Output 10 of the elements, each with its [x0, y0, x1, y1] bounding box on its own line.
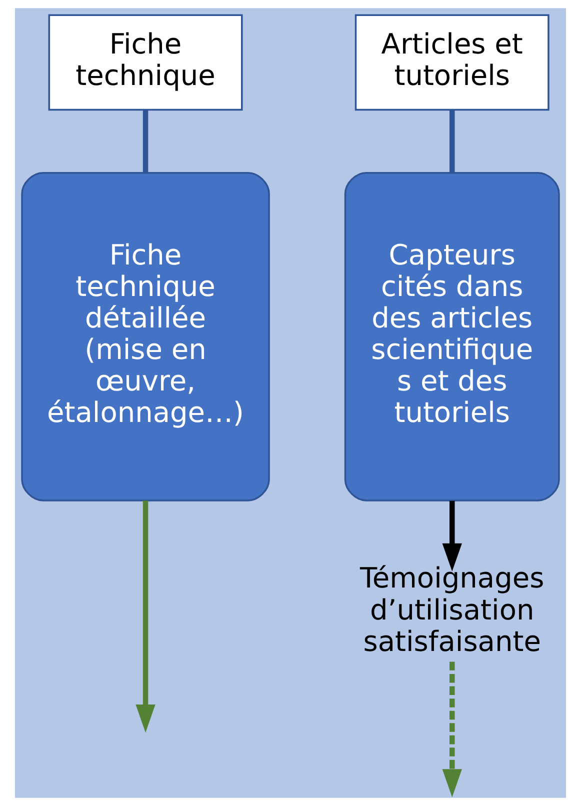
arrow: [442, 500, 462, 572]
node-text: Témoignages d’utilisation satisfaisante: [360, 562, 544, 658]
connector: [450, 110, 455, 173]
arrow: [442, 662, 462, 798]
node-box: Fiche technique: [48, 14, 243, 111]
node-box: Capteurs cités dans des articles scientifiques et des tutoriels: [344, 172, 560, 502]
arrow: [136, 500, 156, 733]
connector: [142, 110, 148, 173]
node-box: Articles et tutoriels: [354, 14, 550, 111]
node-box: Fiche technique détaillée (mise en œuvre, étalonnage…): [21, 172, 270, 502]
